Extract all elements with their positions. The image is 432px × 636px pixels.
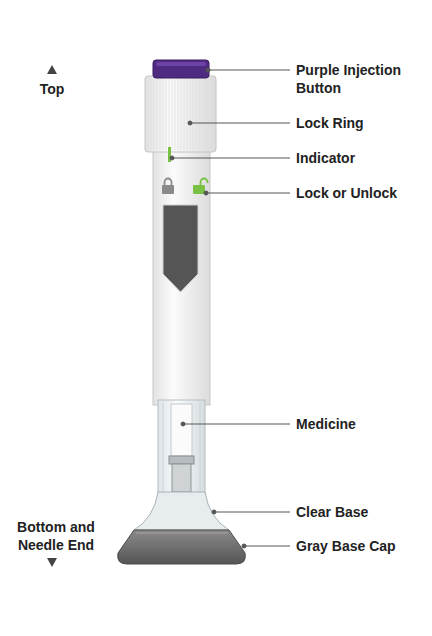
part-label: Bottom and Needle End	[6, 518, 106, 554]
part-label: Lock or Unlock	[296, 184, 424, 202]
clear-base	[134, 492, 229, 530]
pen-body	[153, 150, 210, 405]
part-label: Indicator	[296, 149, 424, 167]
housing-edge	[200, 402, 201, 492]
up-arrow	[47, 65, 57, 74]
part-label: Top	[12, 80, 92, 98]
medicine-tube	[171, 404, 192, 456]
part-label: Medicine	[296, 415, 424, 433]
injection-button	[153, 60, 209, 78]
part-label: Clear Base	[296, 503, 424, 521]
pen-window	[163, 205, 198, 292]
gray-base-cap	[118, 530, 246, 564]
lock-ring	[145, 76, 216, 152]
part-label: Lock Ring	[296, 114, 424, 132]
leader-lines	[170, 68, 290, 548]
housing-edge	[163, 402, 164, 492]
clear-housing	[158, 400, 205, 495]
plunger-collar	[169, 456, 194, 464]
part-label: Purple Injection Button	[296, 61, 424, 97]
lock-ring-knurl	[147, 78, 214, 150]
down-arrow	[47, 558, 57, 567]
locked-icon	[162, 179, 174, 194]
button-highlight	[156, 62, 206, 66]
unlocked-icon	[193, 179, 208, 194]
cap-rim	[136, 532, 227, 534]
plunger	[172, 464, 191, 492]
part-label: Gray Base Cap	[296, 537, 424, 555]
